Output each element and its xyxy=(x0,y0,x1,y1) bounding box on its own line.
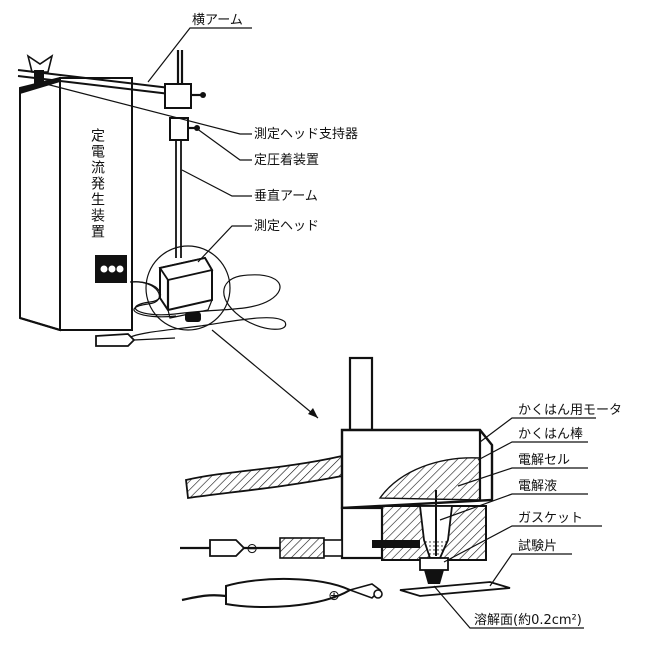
label-test-piece: 試験片 xyxy=(518,538,557,554)
measuring-head xyxy=(145,245,231,331)
motor-shaft xyxy=(348,356,374,432)
label-electrolytic-cell: 電解セル xyxy=(518,453,570,468)
label-measuring-head: 測定ヘッド xyxy=(254,219,319,234)
terminal-3 xyxy=(116,265,124,273)
terminal-2 xyxy=(108,265,116,273)
upper-apparatus xyxy=(17,50,319,419)
label-stirrer-motor: かくはん用モータ xyxy=(518,403,622,418)
minus-lead xyxy=(180,537,343,559)
label-constant-pressure-device: 定圧着装置 xyxy=(254,152,319,168)
current-generator-box xyxy=(19,76,133,332)
zoom-arrowhead xyxy=(308,408,318,418)
test-piece xyxy=(399,581,511,597)
lower-detail: ⊖ ⊕ xyxy=(180,356,511,609)
label-horizontal-arm: 横アーム xyxy=(192,13,243,28)
head-holder xyxy=(164,83,206,109)
gasket-nozzle xyxy=(419,557,449,584)
plus-lead xyxy=(181,577,383,609)
stirrer-motor-housing xyxy=(340,428,494,510)
label-stirring-rod: かくはん棒 xyxy=(518,427,583,442)
label-gasket: ガスケット xyxy=(518,511,583,526)
terminal-1 xyxy=(100,265,108,273)
label-dissolution-surface: 溶解面(約0.2cm²) xyxy=(474,613,582,628)
constant-pressure-device xyxy=(169,117,200,141)
zoom-line xyxy=(211,329,319,419)
electrolytic-cell-body xyxy=(340,490,487,561)
minus-symbol: ⊖ xyxy=(246,541,258,557)
wing-nut-icon xyxy=(26,54,54,84)
label-electrolyte: 電解液 xyxy=(518,479,557,494)
electrode-bar xyxy=(372,540,420,548)
motor-cable xyxy=(185,454,343,500)
label-constant-current-generator: 定電流発生装置 xyxy=(89,128,105,240)
cable-loop-inner xyxy=(129,281,177,318)
plus-symbol: ⊕ xyxy=(328,588,340,604)
label-vertical-arm: 垂直アーム xyxy=(254,189,318,204)
leader-lines xyxy=(45,27,602,629)
probe-lead xyxy=(95,333,176,347)
horizontal-arm xyxy=(17,69,171,95)
label-head-holder: 測定ヘッド支持器 xyxy=(254,127,358,142)
